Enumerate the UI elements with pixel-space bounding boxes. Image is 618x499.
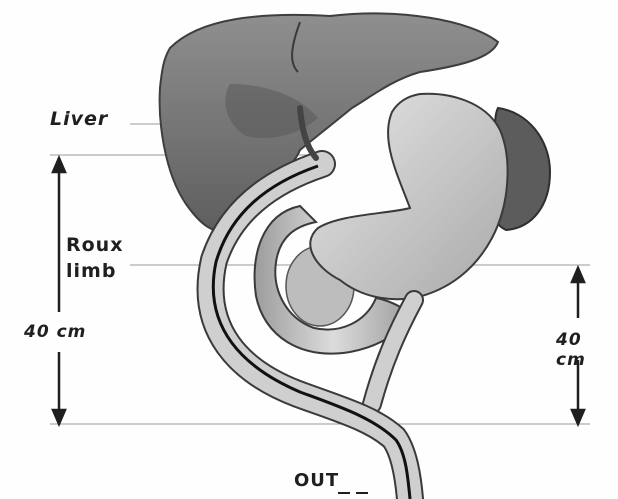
- right-length-label: 40 cm: [556, 330, 618, 370]
- roux-limb-label: Roux limb: [66, 232, 123, 284]
- roux-limb-label-line2: limb: [66, 258, 123, 284]
- left-length-label: 40 cm: [24, 322, 86, 342]
- out-label: OUT: [294, 470, 339, 491]
- roux-limb-label-line1: Roux: [66, 232, 123, 258]
- liver-label: Liver: [50, 108, 108, 130]
- left-measure-arrow: [53, 158, 65, 424]
- stomach-shape: [310, 94, 507, 299]
